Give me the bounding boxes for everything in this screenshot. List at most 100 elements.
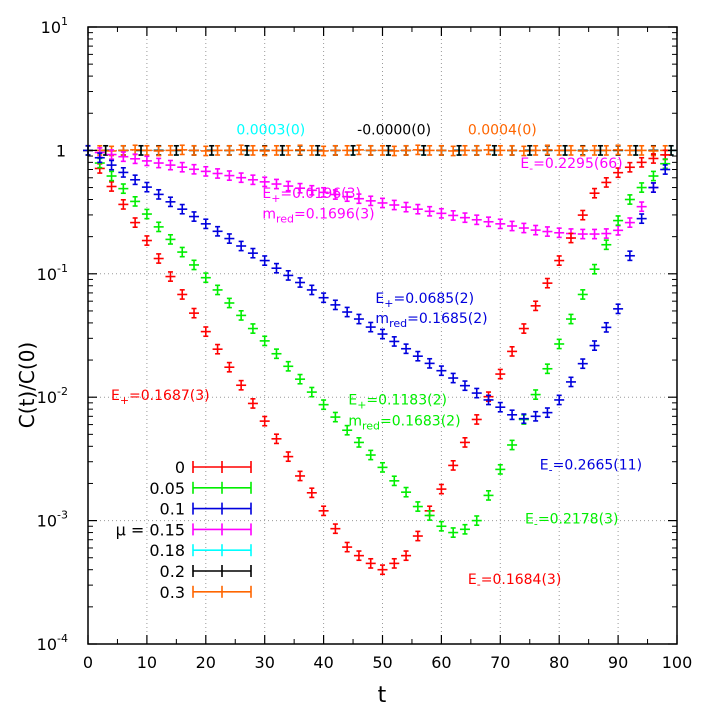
data-point [224, 361, 235, 373]
data-point [330, 189, 341, 200]
data-point [601, 144, 612, 156]
data-point [353, 144, 364, 156]
data-point [554, 394, 565, 406]
data-point [554, 255, 565, 266]
data-point [471, 387, 482, 399]
data-point [554, 144, 565, 156]
data-point [130, 174, 141, 186]
series-0.1 [83, 144, 671, 425]
data-point [448, 210, 459, 221]
data-point [236, 240, 247, 252]
legend-swatch [192, 523, 252, 536]
data-point [471, 515, 482, 527]
data-point [236, 309, 247, 321]
data-point [259, 335, 270, 347]
data-point [141, 235, 152, 246]
data-point [271, 348, 282, 360]
data-point [365, 557, 376, 569]
annotation-label: E-=0.2178(3) [525, 511, 618, 530]
data-point [636, 144, 647, 156]
legend-label: 0 [175, 458, 185, 477]
data-point [365, 195, 376, 207]
data-point [342, 541, 353, 553]
data-point [330, 523, 341, 535]
data-point [130, 153, 141, 165]
data-point [495, 218, 506, 230]
data-point [495, 144, 506, 156]
legend-swatch [192, 461, 252, 473]
data-point [483, 216, 494, 228]
data-point [448, 372, 459, 384]
data-point [377, 328, 388, 340]
data-point [624, 217, 635, 229]
data-point [342, 424, 353, 436]
data-point [448, 145, 459, 157]
data-point [613, 215, 624, 226]
data-point [283, 451, 294, 463]
legend-swatch [192, 502, 252, 515]
annotation-label: E+=0.1687(3) [111, 388, 210, 407]
data-point [236, 172, 247, 184]
data-point [601, 321, 612, 333]
data-point [530, 144, 541, 156]
data-point [330, 411, 341, 423]
data-point [330, 144, 341, 156]
data-point [589, 144, 600, 156]
data-point [259, 255, 270, 266]
annotation-label: 0.0004(0) [468, 122, 537, 138]
data-point [118, 151, 129, 163]
data-point [507, 409, 518, 421]
data-point [424, 357, 435, 369]
data-point [554, 338, 565, 350]
data-point [106, 159, 117, 171]
data-point [295, 277, 306, 288]
data-point [224, 144, 235, 156]
series-0.05 [83, 144, 671, 538]
data-point [554, 227, 565, 239]
data-point [200, 326, 211, 338]
data-point [589, 263, 600, 275]
data-point [153, 253, 164, 264]
y-axis-label: C(t)/C(0) [15, 342, 39, 428]
data-point [236, 144, 247, 156]
data-point [236, 379, 247, 391]
data-point [365, 449, 376, 461]
data-point [577, 358, 588, 370]
legend-swatch [192, 481, 252, 494]
data-point [189, 163, 200, 175]
data-point [153, 157, 164, 169]
data-point [530, 410, 541, 422]
data-point [471, 214, 482, 226]
data-point [212, 343, 223, 355]
data-point [200, 218, 211, 230]
data-point [530, 224, 541, 236]
data-point [295, 182, 306, 194]
data-point [589, 228, 600, 240]
data-point [141, 144, 152, 156]
data-point [542, 407, 553, 419]
data-point [436, 207, 447, 219]
data-point [177, 289, 188, 300]
data-point [342, 306, 353, 318]
data-point [247, 174, 258, 186]
data-point [271, 433, 282, 445]
data-point [212, 144, 223, 156]
data-point [518, 413, 529, 425]
data-point [177, 144, 188, 156]
data-point [518, 323, 529, 334]
x-tick-label: 40 [313, 653, 333, 672]
data-point [259, 415, 270, 427]
series-layer [83, 144, 677, 576]
data-point [177, 203, 188, 215]
annotation-label: E+=0.0196(3) [262, 186, 361, 205]
data-point [530, 389, 541, 401]
data-point [412, 530, 423, 542]
data-point [601, 228, 612, 239]
data-point [377, 197, 388, 209]
data-point [283, 144, 294, 156]
data-point [459, 437, 470, 448]
data-point [401, 550, 412, 562]
data-point [401, 144, 412, 156]
